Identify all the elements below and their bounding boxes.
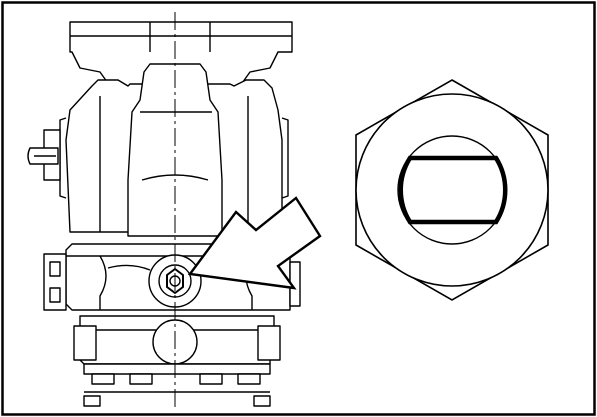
side-port-left-detail-b <box>50 288 60 302</box>
base-plate <box>84 364 270 374</box>
lower-lug-right <box>258 326 280 360</box>
bolt-head-1 <box>92 374 114 384</box>
foot-right <box>254 396 270 406</box>
side-port-left-detail-a <box>50 262 60 276</box>
slot-profile <box>401 158 505 222</box>
foot-left <box>84 396 100 406</box>
bolt-head-4 <box>238 374 260 384</box>
lower-lug-left <box>74 326 96 360</box>
bolt-head-3 <box>200 374 222 384</box>
bolt-head-2 <box>130 374 152 384</box>
